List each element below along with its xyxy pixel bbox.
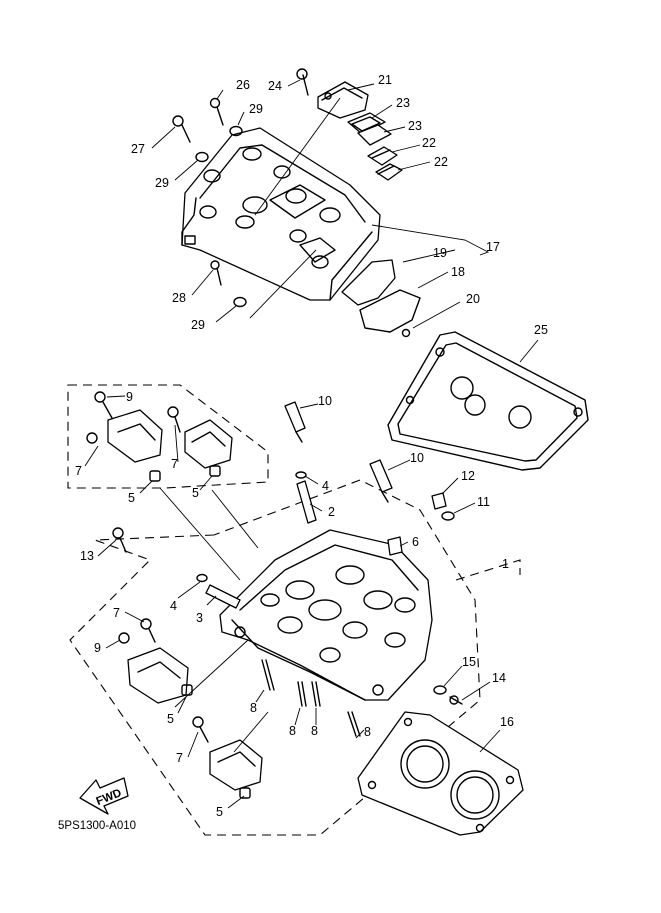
callout-7: 7 [176,751,183,765]
callout-labels: 1 2 3 4 4 5 5 5 5 6 7 7 7 7 8 8 8 8 9 9 … [75,73,548,819]
callout-9: 9 [126,390,133,404]
assembly-outlines [67,384,521,836]
callout-5: 5 [128,491,135,505]
callout-29: 29 [191,318,205,332]
leader-lines [84,79,539,809]
callout-8: 8 [364,725,371,739]
callout-15: 15 [462,655,476,669]
callout-8: 8 [289,724,296,738]
callout-22: 22 [434,155,448,169]
callout-5: 5 [192,486,199,500]
valve-cover [181,127,381,301]
callout-27: 27 [131,142,145,156]
small-parts [112,471,463,705]
callout-28: 28 [172,291,186,305]
callout-23: 23 [396,96,410,110]
callout-5: 5 [216,805,223,819]
callout-7: 7 [113,606,120,620]
callout-5: 5 [167,712,174,726]
head-gasket [357,711,524,836]
callout-20: 20 [466,292,480,306]
camshaft-caps-upper [86,391,233,482]
callout-22: 22 [422,136,436,150]
callout-24: 24 [268,79,282,93]
callout-7: 7 [75,464,82,478]
callout-25: 25 [534,323,548,337]
callout-29: 29 [249,102,263,116]
callout-26: 26 [236,78,250,92]
callout-23: 23 [408,119,422,133]
cover-bolts [172,97,247,308]
breather-cover-assembly [296,68,403,181]
callout-4: 4 [322,479,329,493]
cover-gasket-assembly [341,259,421,338]
callout-17: 17 [486,240,500,254]
spark-plugs [284,401,393,503]
callout-10: 10 [318,394,332,408]
callout-16: 16 [500,715,514,729]
callout-19: 19 [433,246,447,260]
cylinder-head [219,529,433,701]
callout-8: 8 [250,701,257,715]
callout-14: 14 [492,671,506,685]
callout-18: 18 [451,265,465,279]
callout-1: 1 [502,557,509,571]
callout-4: 4 [170,599,177,613]
fwd-arrow-icon: FWD [79,777,129,815]
callout-9: 9 [94,641,101,655]
callout-13: 13 [80,549,94,563]
callout-7: 7 [171,457,178,471]
studs [261,659,361,737]
callout-21: 21 [378,73,392,87]
camshaft-caps-lower [118,618,263,799]
callout-6: 6 [412,535,419,549]
callout-8: 8 [311,724,318,738]
callout-12: 12 [461,469,475,483]
cover-gasket [387,331,589,471]
callout-3: 3 [196,611,203,625]
callout-2: 2 [328,505,335,519]
diagram-code: 5PS1300-A010 [58,820,136,832]
callout-29: 29 [155,176,169,190]
callout-10: 10 [410,451,424,465]
callout-11: 11 [477,495,490,509]
